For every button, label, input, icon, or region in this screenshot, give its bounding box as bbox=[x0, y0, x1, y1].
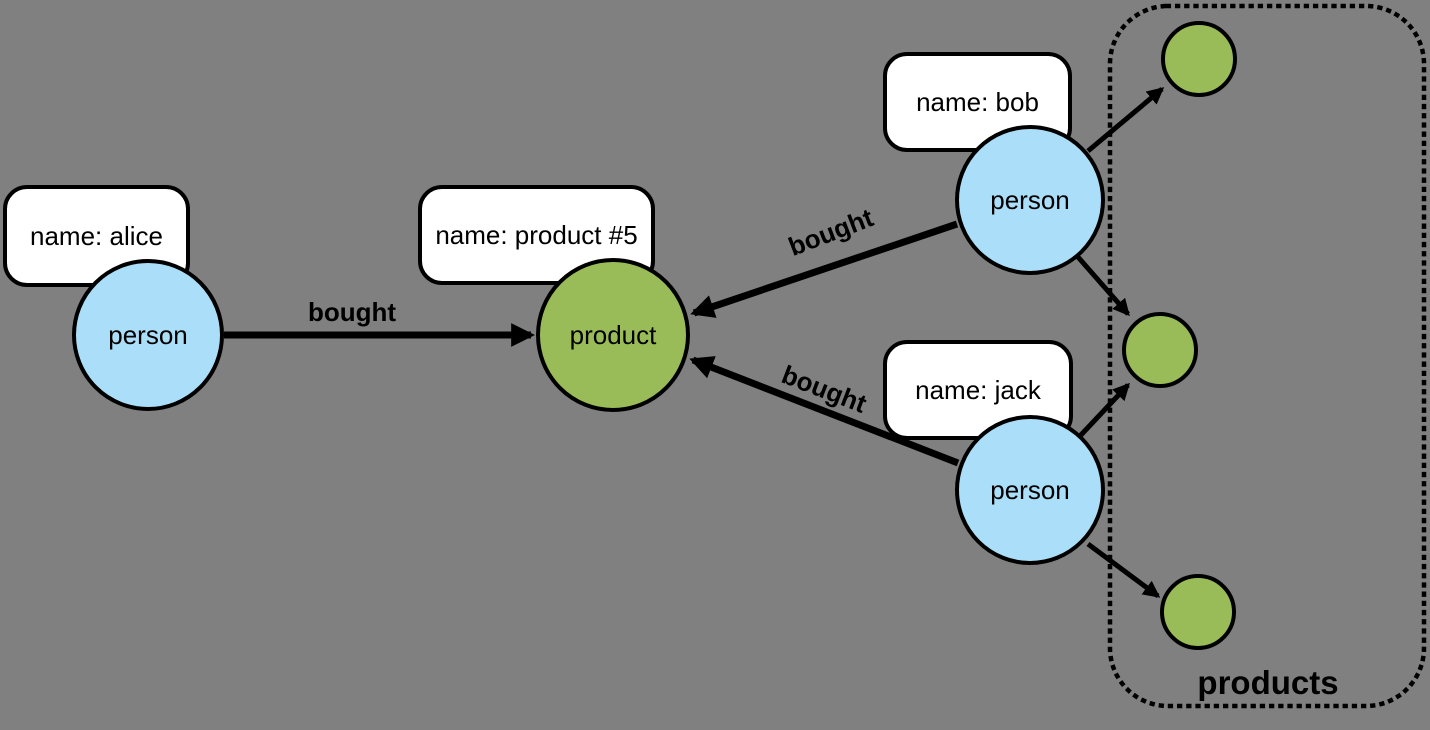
edge-bob-to-product-2 bbox=[1076, 255, 1130, 317]
node-person-jack: person bbox=[955, 415, 1105, 565]
edge-jack-to-product-3 bbox=[1086, 541, 1161, 599]
node-person-alice-label: person bbox=[108, 319, 188, 350]
edge-jack-to-product-2 bbox=[1078, 382, 1130, 438]
property-label-jack-text: name: jack bbox=[915, 374, 1041, 405]
property-label-alice-text: name: alice bbox=[30, 220, 163, 251]
edge-label-alice-bought: bought bbox=[307, 297, 397, 327]
node-person-jack-label: person bbox=[990, 474, 1070, 505]
node-product-5-label: product bbox=[569, 319, 657, 350]
property-label-bob: name: bob bbox=[883, 52, 1072, 152]
edge-bob-bought-product bbox=[690, 220, 959, 318]
edge-jack-bought-product bbox=[689, 356, 960, 467]
node-product-5: product bbox=[536, 258, 690, 412]
products-group-label: products bbox=[1197, 664, 1339, 701]
node-product-small-3 bbox=[1160, 574, 1236, 650]
products-group-border bbox=[1107, 3, 1427, 709]
edge-bob-to-product-1 bbox=[1086, 87, 1165, 153]
node-product-small-1 bbox=[1161, 21, 1237, 97]
node-person-bob: person bbox=[955, 125, 1105, 275]
node-person-alice: person bbox=[72, 259, 224, 411]
property-label-alice: name: alice bbox=[3, 185, 190, 287]
property-label-product-text: name: product #5 bbox=[435, 219, 638, 250]
node-product-small-2 bbox=[1122, 312, 1198, 388]
property-label-bob-text: name: bob bbox=[916, 86, 1039, 117]
node-person-bob-label: person bbox=[990, 184, 1070, 215]
